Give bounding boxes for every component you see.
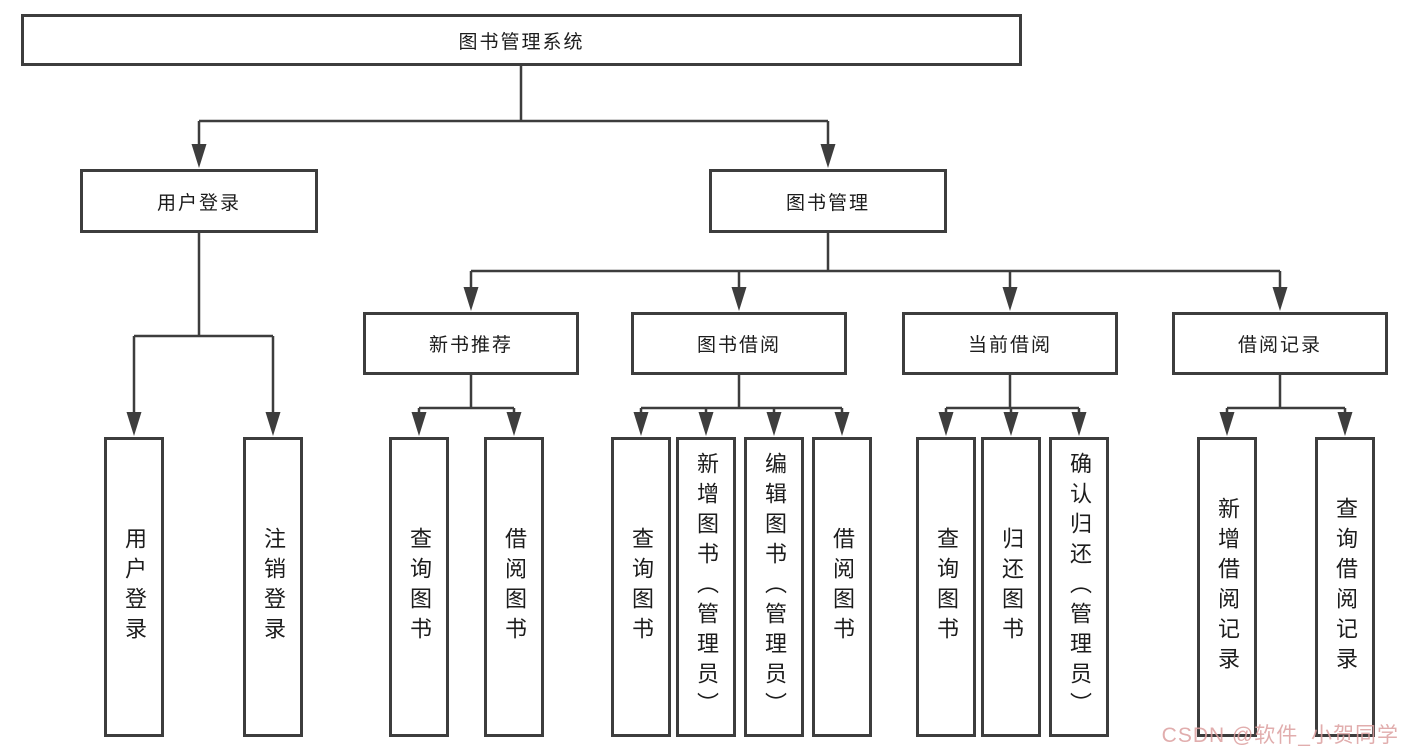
leaf-edit-books-admin: 编辑图书（管理员） [744,437,804,737]
node-book-borrow: 图书借阅 [631,312,847,375]
node-label: 新书推荐 [428,335,513,356]
arrowhead [1219,412,1235,436]
node-label: 新增借阅记录 [1215,497,1240,677]
arrowhead [698,412,714,436]
arrowhead [191,144,207,168]
leaf-query-books-1: 查询图书 [389,437,449,737]
node-label: 查询图书 [934,527,959,647]
connector-book-borrow-to-leaves [633,375,850,436]
leaf-user-login: 用户登录 [104,437,164,737]
arrowhead [1003,412,1019,436]
node-label: 当前借阅 [967,335,1052,356]
node-book-management: 图书管理 [709,169,947,233]
arrowhead [1337,412,1353,436]
node-label: 用户登录 [156,192,241,214]
node-label: 图书管理系统 [458,31,585,53]
arrowhead [938,412,954,436]
node-root-system: 图书管理系统 [21,14,1022,66]
arrowhead [265,412,281,436]
leaf-logout: 注销登录 [243,437,303,737]
connector-root-to-level2 [191,66,836,168]
connector-current-borrow-to-leaves [938,375,1087,436]
arrowhead [1002,287,1018,311]
node-label: 借阅图书 [830,527,855,647]
node-label: 编辑图书（管理员） [762,452,787,722]
arrowhead [834,412,850,436]
connector-new-book-to-leaves [411,375,522,436]
arrowhead [731,287,747,311]
arrowhead [820,144,836,168]
arrowhead [766,412,782,436]
leaf-add-books-admin: 新增图书（管理员） [676,437,736,737]
csdn-watermark: CSDN @软件_小贺同学 [1161,724,1399,747]
node-label: 用户登录 [122,527,147,647]
connector-book-mgmt-to-level3 [463,233,1288,311]
arrowhead [1272,287,1288,311]
node-label: 查询图书 [407,527,432,647]
node-label: 归还图书 [999,527,1024,647]
leaf-query-books-2: 查询图书 [611,437,671,737]
node-label: 借阅记录 [1237,335,1322,356]
node-label: 查询图书 [629,527,654,647]
leaf-query-borrow-record: 查询借阅记录 [1315,437,1375,737]
node-label: 新增图书（管理员） [694,452,719,722]
node-user-login: 用户登录 [80,169,318,233]
node-borrow-records: 借阅记录 [1172,312,1388,375]
node-current-borrow: 当前借阅 [902,312,1118,375]
node-label: 图书管理 [785,192,870,214]
leaf-borrow-books-2: 借阅图书 [812,437,872,737]
arrowhead [1071,412,1087,436]
arrowhead [411,412,427,436]
arrowhead [463,287,479,311]
arrowhead [633,412,649,436]
node-label: 图书借阅 [696,335,781,356]
leaf-confirm-return-admin: 确认归还（管理员） [1049,437,1109,737]
node-new-book-recommend: 新书推荐 [363,312,579,375]
connector-borrow-records-to-leaves [1219,375,1353,436]
arrowhead [506,412,522,436]
node-label: 注销登录 [261,527,286,647]
leaf-borrow-books-1: 借阅图书 [484,437,544,737]
leaf-query-books-3: 查询图书 [916,437,976,737]
connector-user-login-to-leaves [126,233,281,436]
node-label: 借阅图书 [502,527,527,647]
leaf-return-books: 归还图书 [981,437,1041,737]
leaf-add-borrow-record: 新增借阅记录 [1197,437,1257,737]
arrowhead [126,412,142,436]
node-label: 确认归还（管理员） [1067,452,1092,722]
node-label: 查询借阅记录 [1333,497,1358,677]
